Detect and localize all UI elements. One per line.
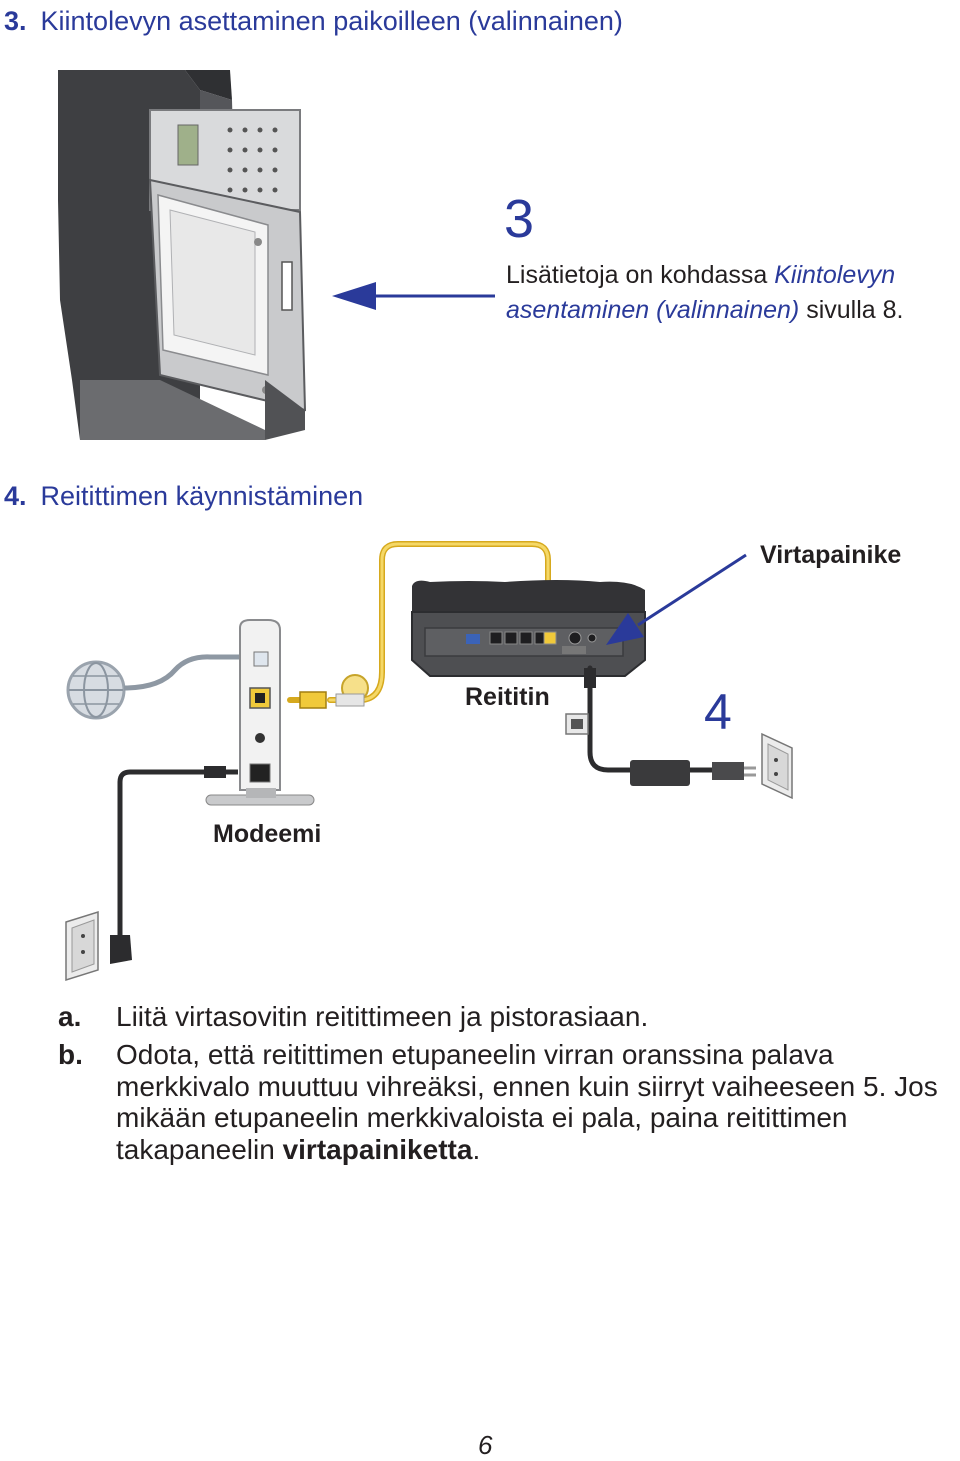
router-label: Reititin	[465, 683, 550, 711]
section-3-heading: 3. Kiintolevyn asettaminen paikoilleen (v…	[4, 6, 623, 37]
router-illustration	[411, 580, 646, 677]
hdd-install-illustration	[58, 70, 307, 440]
info-suffix: sivulla 8.	[799, 296, 904, 324]
internet-globe-icon	[66, 660, 126, 720]
power-button-label: Virtapainike	[760, 541, 902, 569]
step-3-info: Lisätietoja on kohdassa Kiintolevyn asen…	[506, 258, 956, 328]
step-3-number: 3	[504, 189, 535, 249]
info-prefix: Lisätietoja on kohdassa	[506, 261, 775, 289]
section-4-title: Reitittimen käynnistäminen	[40, 481, 364, 511]
modem-label: Modeemi	[213, 820, 322, 848]
step-b-text: Odota, että reitittimen etupaneelin virr…	[116, 1039, 960, 1165]
wall-socket-modem	[65, 910, 99, 982]
vent-holes	[227, 127, 278, 193]
section-4-heading: 4. Reitittimen käynnistäminen	[4, 481, 363, 512]
section-4-number: 4.	[4, 481, 27, 511]
page-number: 6	[478, 1430, 493, 1460]
section-3-number: 3.	[4, 6, 27, 36]
step-b-text-main: Odota, että reitittimen etupaneelin virr…	[116, 1039, 938, 1165]
step-a-letter: a.	[58, 1001, 82, 1032]
hdd-install-link[interactable]: Kiintolevyn asentaminen (valinnainen)	[506, 261, 896, 324]
power-button-term: virtapainiketta	[282, 1133, 473, 1165]
callout-arrow-step3	[332, 282, 495, 310]
steps-list: a. Liitä virtasovitin reitittimeen ja pi…	[0, 1001, 960, 1171]
step-b-text-end: .	[472, 1133, 481, 1165]
step-a-text: Liitä virtasovitin reitittimeen ja pisto…	[116, 1001, 649, 1032]
callout-arrow-power-button	[606, 553, 747, 645]
step-b-letter: b.	[58, 1039, 83, 1070]
modem-illustration	[205, 619, 315, 806]
wall-socket-router	[761, 732, 793, 800]
yellow-ethernet-cable-inner	[328, 542, 550, 702]
section-3-title: Kiintolevyn asettaminen paikoilleen (val…	[40, 6, 623, 36]
step-4-number: 4	[704, 684, 732, 740]
